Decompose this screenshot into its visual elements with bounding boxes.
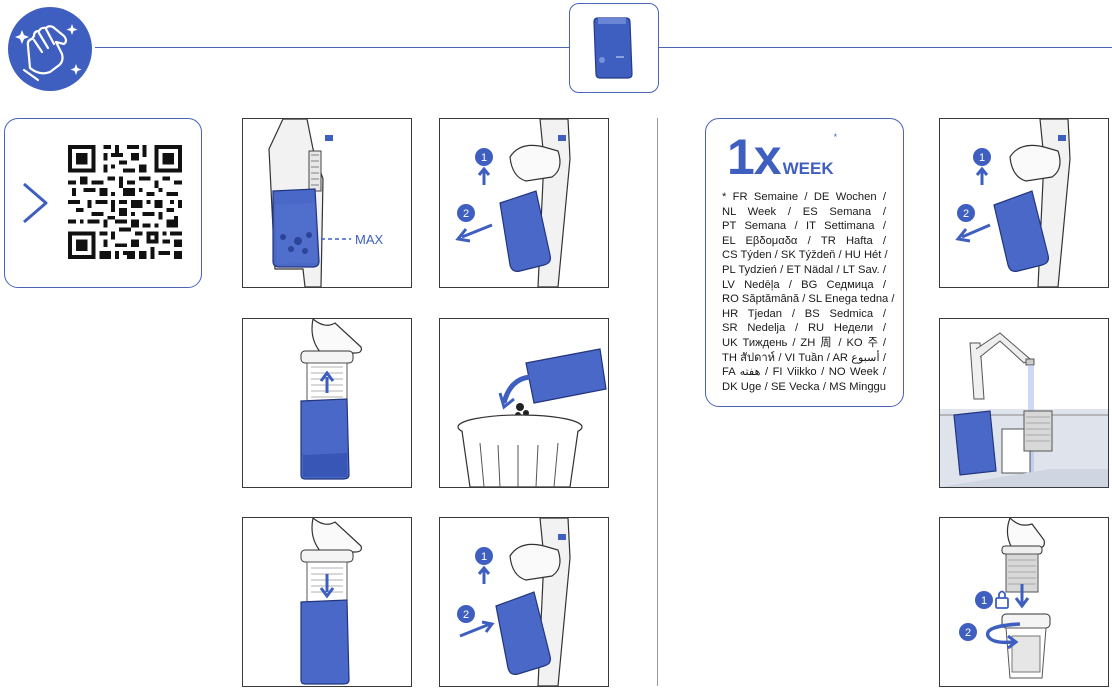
vacuum-container-max-illustration: MAX — [268, 119, 384, 287]
step-box-max-level: MAX — [242, 118, 412, 288]
step-box-empty-bin — [439, 318, 609, 488]
step-box-lift-filter — [242, 318, 412, 488]
translation-line: DK Uge / SE Vecka / MS Minggu — [722, 380, 886, 393]
lift-filter-illustration — [300, 319, 362, 480]
translation-line: FA هفته / FI Viikko / NO Week / — [722, 366, 887, 379]
step-number-1: 1 — [981, 595, 987, 607]
step-box-rinse — [939, 318, 1109, 488]
hand-wipe-sparkle-icon — [8, 7, 92, 91]
lock-filter-illustration: 1 2 — [959, 518, 1051, 679]
step-number-2: 2 — [965, 627, 971, 639]
header-rule-right — [658, 47, 1112, 48]
max-label: MAX — [355, 232, 384, 247]
translation-line: HR Tjedan / BS Sedmica / — [722, 307, 886, 320]
remove-container-weekly-illustration: 1 2 — [955, 119, 1071, 287]
translation-line: CS Týden / SK Týždeň / HU Hét / — [722, 249, 888, 262]
week-count: 1x — [727, 129, 782, 185]
week-card — [705, 118, 904, 407]
qr-code-icon[interactable] — [67, 145, 183, 259]
center-divider — [657, 118, 658, 686]
step-number-1: 1 — [481, 152, 487, 164]
empty-bin-illustration — [457, 348, 607, 487]
translation-line: * FR Semaine / DE Wochen / — [722, 191, 886, 203]
translation-line: SR Nedelja / RU Недели / — [722, 322, 886, 335]
week-marker: * — [833, 132, 838, 142]
rinse-under-tap-illustration — [940, 319, 1108, 487]
step-box-insert-filter — [242, 517, 412, 687]
week-unit: WEEK — [782, 159, 834, 178]
step-number-1: 1 — [481, 551, 487, 563]
translation-line: EL Εβδομαδα / TR Hafta / — [722, 234, 886, 247]
translation-line: UK Тиждень / ZH 周 / KO 주 / — [722, 336, 886, 349]
step-number-2: 2 — [463, 609, 469, 621]
remove-container-illustration: 1 2 — [455, 119, 571, 287]
translation-line: PL Tydzień / ET Nädal / LT Sav. / — [722, 263, 886, 276]
translation-line: LV Nedēļa / BG Седмица / — [722, 278, 886, 291]
step-box-remove-container-weekly: 1 2 — [939, 118, 1109, 288]
step-number-1: 1 — [979, 152, 985, 164]
translation-line: TH สัปดาห์ / VI Tuần / AR أسبوع / — [722, 351, 886, 364]
translation-line: RO Săptămână / SL Enega tedna / — [722, 293, 895, 306]
header-rule-left — [95, 47, 569, 48]
week-translations: * FR Semaine / DE Wochen / NL Week / ES … — [722, 190, 895, 394]
step-box-lock-filter: 1 2 — [939, 517, 1109, 687]
insert-filter-illustration — [300, 518, 362, 685]
translation-line: PT Semana / IT Settimana / — [722, 220, 886, 233]
lock-icon — [995, 590, 1009, 609]
step-number-2: 2 — [963, 208, 969, 220]
chevron-right-icon — [23, 182, 48, 224]
step-number-2: 2 — [463, 208, 469, 220]
translation-line: NL Week / ES Semana / — [722, 205, 886, 218]
dust-container-icon — [593, 17, 633, 79]
step-box-reinsert-container: 1 2 — [439, 517, 609, 687]
step-box-remove-container: 1 2 — [439, 118, 609, 288]
reinsert-container-illustration: 1 2 — [457, 518, 571, 686]
